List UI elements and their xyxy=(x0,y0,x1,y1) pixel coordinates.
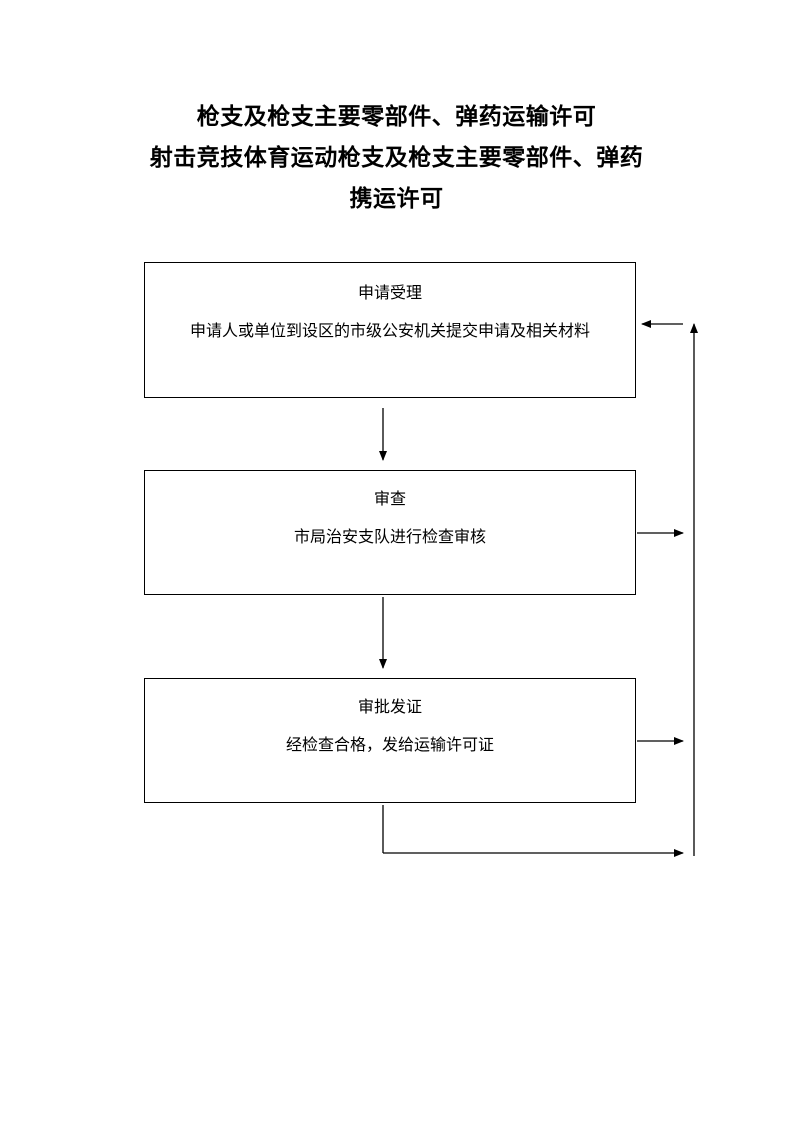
step-box-application-acceptance: 申请受理 申请人或单位到设区的市级公安机关提交申请及相关材料 xyxy=(144,262,636,398)
step-box-approval-issuance: 审批发证 经检查合格，发给运输许可证 xyxy=(144,678,636,803)
document-title-line-1: 枪支及枪支主要零部件、弹药运输许可 xyxy=(196,104,597,130)
step-description: 市局治安支队进行检查审核 xyxy=(293,527,486,546)
step-description: 申请人或单位到设区的市级公安机关提交申请及相关材料 xyxy=(189,321,590,340)
document-title-line-3: 携运许可 xyxy=(349,186,444,212)
step-title: 审批发证 xyxy=(357,697,422,716)
step-box-review: 审查 市局治安支队进行检查审核 xyxy=(144,470,636,595)
step-title: 审查 xyxy=(373,489,406,508)
step-title: 申请受理 xyxy=(357,283,422,302)
document-title-line-2: 射击竞技体育运动枪支及枪支主要零部件、弹药 xyxy=(149,145,644,171)
step-description: 经检查合格，发给运输许可证 xyxy=(285,735,494,754)
